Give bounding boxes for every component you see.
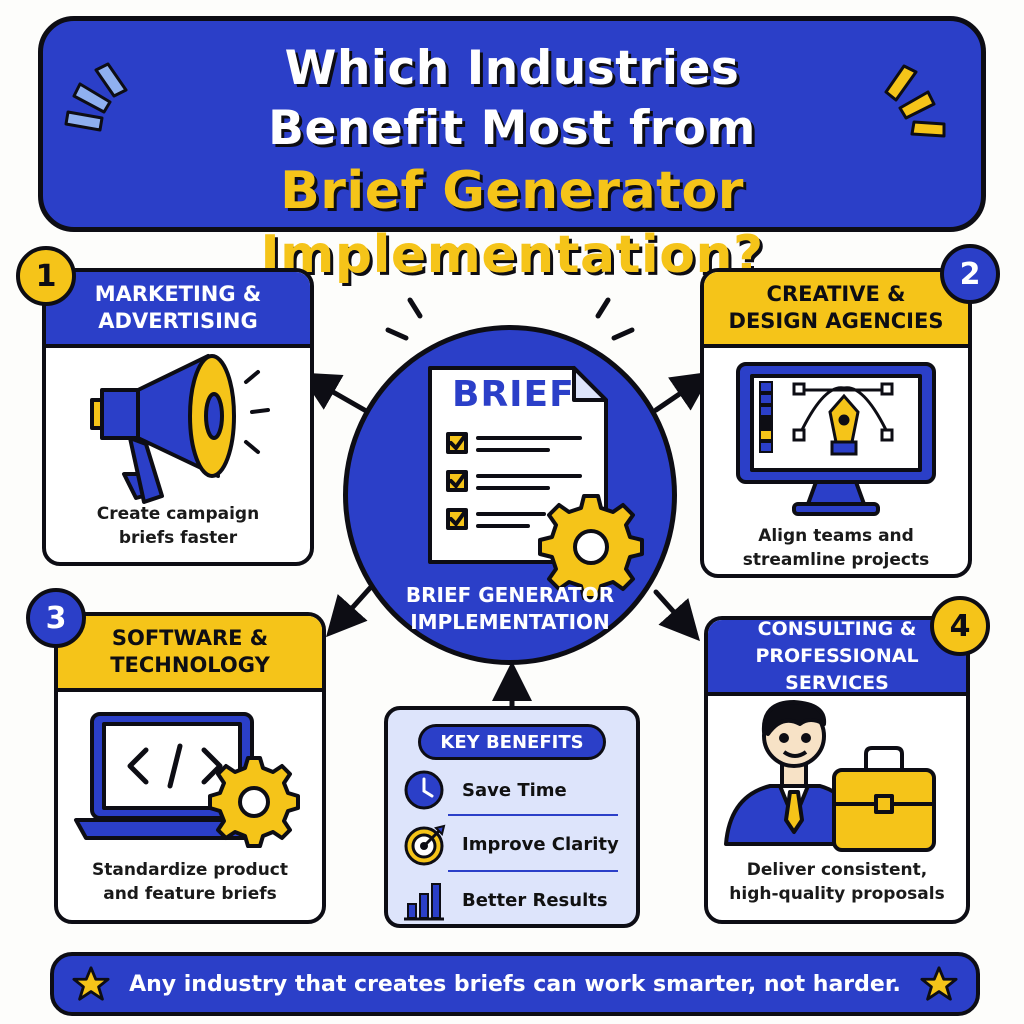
card-3-title-line-2: TECHNOLOGY bbox=[110, 653, 270, 677]
star-icon bbox=[920, 966, 958, 1001]
benefit-label-3: Better Results bbox=[462, 889, 608, 911]
card-1-title-line-1: MARKETING & bbox=[94, 282, 262, 306]
card-marketing-advertising: MARKETING & ADVERTISING Create campaign … bbox=[42, 268, 314, 566]
card-4-title-line-1: CONSULTING & bbox=[757, 617, 917, 640]
benefit-save-time: Save Time bbox=[402, 766, 622, 814]
hub-label-line-1: BRIEF GENERATOR bbox=[405, 583, 615, 607]
benefit-label-1: Save Time bbox=[462, 779, 567, 801]
card-3-desc-line-1: Standardize product bbox=[91, 860, 288, 880]
key-benefits-panel: KEY BENEFITS Save Time Improve Clarity B… bbox=[384, 706, 640, 928]
hub-label-line-2: IMPLEMENTATION bbox=[410, 610, 610, 634]
card-2-header: CREATIVE & DESIGN AGENCIES bbox=[704, 272, 968, 348]
benefit-improve-clarity: Improve Clarity bbox=[402, 820, 622, 868]
bar-chart-icon bbox=[404, 883, 444, 921]
card-3-header: SOFTWARE & TECHNOLOGY bbox=[58, 616, 322, 692]
brief-document-icon bbox=[428, 366, 644, 600]
card-4-number-badge: 4 bbox=[930, 596, 990, 656]
card-4-header: CONSULTING & PROFESSIONAL SERVICES bbox=[708, 620, 966, 696]
card-1-header: MARKETING & ADVERTISING bbox=[46, 272, 310, 348]
hub-label: BRIEF GENERATOR IMPLEMENTATION bbox=[348, 582, 672, 636]
benefit-divider-2 bbox=[448, 870, 618, 872]
title-line-2: Benefit Most from bbox=[268, 101, 756, 156]
card-1-title-line-2: ADVERTISING bbox=[98, 309, 258, 333]
brief-doc-heading: BRIEF bbox=[452, 374, 575, 415]
card-3-desc-line-2: and feature briefs bbox=[103, 884, 277, 904]
title-banner: Which Industries Benefit Most from Brief… bbox=[38, 16, 986, 285]
footer-banner: Any industry that creates briefs can wor… bbox=[50, 952, 980, 1016]
card-4-title-line-2: PROFESSIONAL SERVICES bbox=[755, 644, 919, 694]
clock-icon bbox=[404, 770, 444, 810]
card-2-desc-line-1: Align teams and bbox=[758, 526, 914, 546]
card-4-desc-line-2: high-quality proposals bbox=[729, 884, 945, 904]
benefit-divider-1 bbox=[448, 814, 618, 816]
benefit-better-results: Better Results bbox=[402, 876, 622, 924]
card-2-title-line-1: CREATIVE & bbox=[766, 282, 906, 306]
card-3-description: Standardize product and feature briefs bbox=[58, 858, 322, 906]
card-creative-design: CREATIVE & DESIGN AGENCIES bbox=[700, 268, 972, 578]
card-3-number-badge: 3 bbox=[26, 588, 86, 648]
pen-tool-monitor-icon bbox=[736, 362, 936, 516]
key-benefits-heading: KEY BENEFITS bbox=[418, 724, 606, 760]
card-consulting-professional: CONSULTING & PROFESSIONAL SERVICES Deliv… bbox=[704, 616, 970, 924]
megaphone-icon bbox=[90, 354, 270, 504]
card-2-number-badge: 2 bbox=[940, 244, 1000, 304]
code-laptop-icon bbox=[74, 712, 300, 848]
card-1-desc-line-2: briefs faster bbox=[118, 528, 238, 548]
card-1-number-badge: 1 bbox=[16, 246, 76, 306]
title-line-1: Which Industries bbox=[284, 41, 740, 96]
card-1-description: Create campaign briefs faster bbox=[46, 502, 310, 550]
card-1-desc-line-1: Create campaign bbox=[96, 504, 260, 524]
star-icon bbox=[72, 966, 110, 1001]
card-4-desc-line-1: Deliver consistent, bbox=[746, 860, 928, 880]
card-2-description: Align teams and streamline projects bbox=[704, 524, 968, 572]
card-3-title-line-1: SOFTWARE & bbox=[111, 626, 269, 650]
card-software-technology: SOFTWARE & TECHNOLOGY Standardize produc… bbox=[54, 612, 326, 924]
benefit-label-2: Improve Clarity bbox=[462, 833, 619, 855]
card-2-desc-line-2: streamline projects bbox=[742, 550, 930, 570]
card-4-description: Deliver consistent, high-quality proposa… bbox=[708, 858, 966, 906]
consultant-briefcase-icon bbox=[724, 700, 936, 852]
footer-text: Any industry that creates briefs can wor… bbox=[129, 971, 901, 997]
card-2-title-line-2: DESIGN AGENCIES bbox=[728, 309, 944, 333]
target-icon bbox=[404, 824, 446, 866]
title-line-3: Brief Generator Implementation? bbox=[260, 161, 764, 285]
central-hub: BRIEF BRIEF GENERATOR IMPLEMENTATION bbox=[343, 325, 677, 665]
